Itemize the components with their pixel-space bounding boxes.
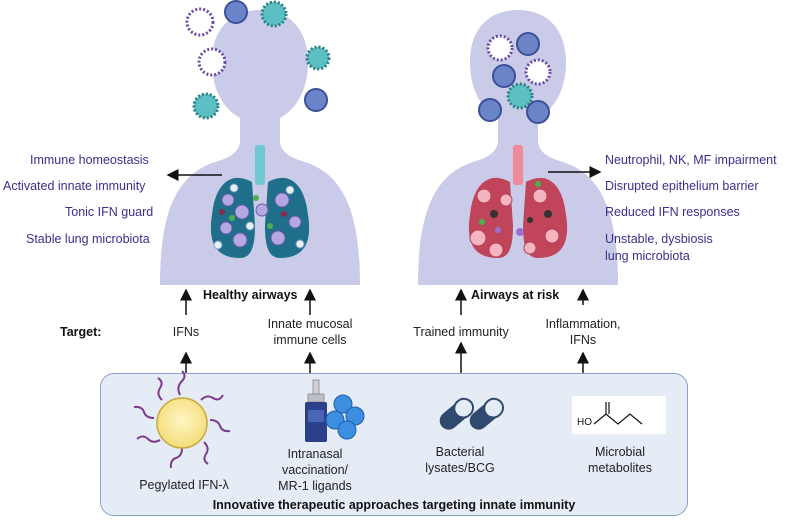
target-innate-mucosal-line1: Innate mucosal — [267, 317, 353, 331]
target-inflammation-line2: IFNs — [569, 333, 597, 347]
target-innate-mucosal-line2: immune cells — [273, 333, 347, 347]
risk-feature-1: Neutrophil, NK, MF impairment — [605, 153, 777, 167]
approach-intranasal-line1: Intranasal — [287, 447, 343, 461]
target-inflammation-line1: Inflammation, — [545, 317, 621, 331]
capsules-icon — [439, 397, 505, 430]
healthy-person-figure — [160, 10, 360, 285]
target-label: Target: — [60, 325, 102, 339]
nasal-spray-icon — [305, 379, 327, 442]
risk-feature-4a: Unstable, dysbiosis — [605, 232, 713, 246]
approach-intranasal-line3: MR-1 ligands — [278, 479, 352, 493]
risk-person-figure — [418, 10, 618, 285]
target-trained-immunity: Trained immunity — [413, 325, 509, 339]
approach-pegylated-ifn: Pegylated IFN-λ — [139, 478, 229, 492]
healthy-feature-2: Activated innate immunity — [3, 179, 146, 193]
healthy-feature-1: Immune homeostasis — [30, 153, 149, 167]
approach-microbial-line1: Microbial — [594, 445, 645, 459]
approach-intranasal-line2: vaccination/ — [281, 463, 348, 477]
molecule-ho-label: HO — [577, 417, 592, 428]
risk-feature-2: Disrupted epithelium barrier — [605, 179, 759, 193]
metabolite-molecule-icon — [572, 396, 666, 434]
risk-feature-3: Reduced IFN responses — [605, 205, 740, 219]
panel-title: Innovative therapeutic approaches target… — [212, 498, 576, 512]
risk-airways-title: Airways at risk — [471, 288, 560, 302]
mr1-ligand-molecules-icon — [325, 394, 365, 440]
approach-microbial-line2: metabolites — [588, 461, 652, 475]
healthy-feature-3: Tonic IFN guard — [65, 205, 154, 219]
healthy-airways-title: Healthy airways — [203, 288, 298, 302]
healthy-virus-particles — [185, 0, 331, 120]
risk-virus-particles — [478, 32, 552, 124]
approach-bacterial-line2: lysates/BCG — [425, 461, 495, 475]
approach-bacterial-line1: Bacterial — [435, 445, 485, 459]
risk-feature-4b: lung microbiota — [605, 249, 690, 263]
pegylated-ifn-icon — [133, 370, 231, 469]
healthy-feature-4: Stable lung microbiota — [26, 232, 150, 246]
target-ifns: IFNs — [172, 325, 200, 339]
